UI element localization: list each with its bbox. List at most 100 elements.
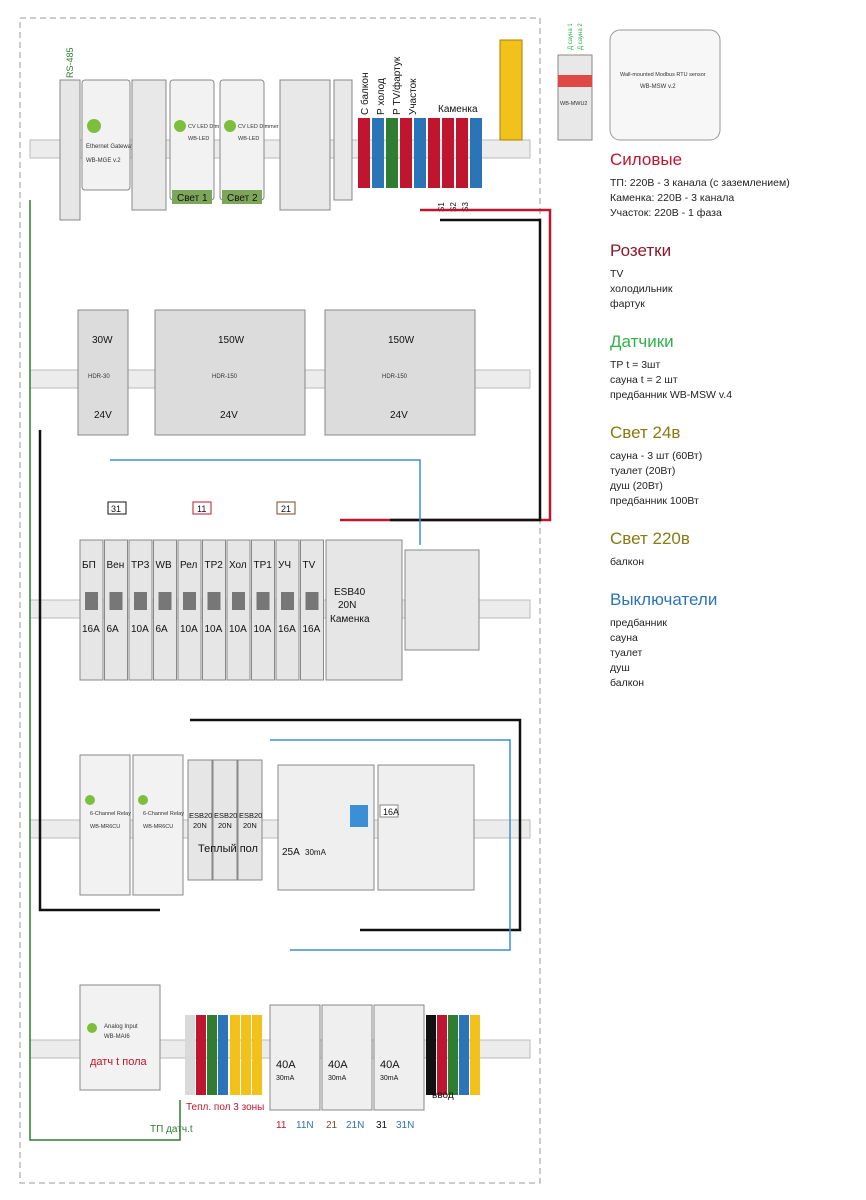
svg-text:WB-MR6CU: WB-MR6CU: [90, 824, 120, 830]
svg-text:Д сауна 2: Д сауна 2: [578, 23, 584, 50]
phase-label-1: 11N: [296, 1120, 314, 1131]
svg-text:ESB20: ESB20: [239, 811, 262, 820]
relay-2-logo-icon: [138, 795, 148, 805]
legend-item: ТП: 220В - 3 канала (с заземлением): [610, 177, 790, 189]
legend-item: предбанник WB-MSW v.4: [610, 389, 733, 401]
group-label-balkon: С балкон: [359, 73, 371, 115]
bottom-labels: ТП датч.t Тепл. пол 3 зоны ввод: [150, 1090, 454, 1135]
svg-text:Д сауна 1: Д сауна 1: [568, 23, 574, 50]
legend-title: Свет 24в: [610, 423, 681, 442]
svg-text:25A: 25A: [282, 847, 300, 858]
svg-text:6-Channel Relay: 6-Channel Relay: [143, 811, 184, 817]
dimmer-2-logo-icon: [224, 120, 236, 132]
breaker-lever: [158, 592, 172, 610]
breaker-rating: 10A: [205, 624, 223, 635]
legend-title: Силовые: [610, 150, 683, 169]
power-terminals: [358, 118, 482, 188]
breaker-name: БП: [82, 560, 96, 571]
kamenka-contactor: ESB40 20N Каменка: [325, 539, 403, 681]
svg-text:20N: 20N: [218, 821, 232, 830]
input-terminals-right: [279, 79, 331, 211]
dimmer-2-model: WB-LED: [238, 136, 259, 142]
s-labels: S1 S2 S3: [437, 202, 470, 212]
svg-text:20N: 20N: [243, 821, 257, 830]
svg-text:31: 31: [111, 504, 121, 514]
breaker-rating: 10A: [229, 624, 247, 635]
breaker-lever: [305, 592, 319, 610]
legend-item: душ: [610, 662, 630, 674]
legend-title: Выключатели: [610, 590, 718, 609]
dimmer-1: CV LED Dimmer WB-LED Свет 1: [169, 79, 229, 204]
svg-text:30mA: 30mA: [305, 848, 327, 857]
breaker-name: ТР3: [131, 560, 150, 571]
breaker-8: УЧ 16A: [275, 539, 300, 681]
dimmer-1-model: WB-LED: [188, 136, 209, 142]
svg-text:HDR-150: HDR-150: [212, 374, 238, 380]
breaker-row: БП16AВен6AТР310AWB6AРел10AТР210AХол10AТР…: [79, 539, 324, 681]
psu-3: 150W HDR-150 24V: [324, 309, 476, 436]
legend-item: сауна t = 2 шт: [610, 374, 678, 386]
label-vvod: ввод: [432, 1090, 454, 1101]
svg-text:16A: 16A: [383, 807, 399, 817]
legend-item: туалет (20Вт): [610, 465, 676, 477]
legend-item: сауна - 3 шт (60Вт): [610, 450, 703, 462]
svg-text:WB-MAI6: WB-MAI6: [104, 1034, 130, 1040]
input-terminals: [426, 1015, 480, 1095]
svg-text:HDR-30: HDR-30: [88, 374, 110, 380]
group-label-tv: Р TV/фартук: [391, 56, 403, 115]
label-tp-dat: ТП датч.t: [150, 1124, 193, 1135]
svg-text:S1: S1: [437, 202, 446, 212]
breaker-rating: 16A: [278, 624, 296, 635]
svg-text:S3: S3: [461, 202, 470, 212]
svg-text:ESB20: ESB20: [189, 811, 212, 820]
legend-item: предбанник: [610, 617, 667, 629]
breaker-name: TV: [303, 560, 316, 571]
svg-text:40A: 40A: [276, 1059, 296, 1071]
phase-label-4: 31: [376, 1120, 388, 1131]
analog-logo-icon: [87, 1023, 97, 1033]
wall-sensor-title: Wall-mounted Modbus RTU sensor: [620, 72, 706, 78]
breaker-rating: 6A: [156, 624, 169, 635]
sensor-relay: WB-MWU2 Д сауна 1 Д сауна 2: [557, 23, 593, 141]
svg-text:20N: 20N: [193, 821, 207, 830]
breaker-rating: 6A: [107, 624, 120, 635]
input-terminals-left: [131, 79, 167, 211]
gateway-module: Ethernet Gateway WB-MGE v.2: [81, 79, 134, 191]
svg-text:150W: 150W: [388, 335, 415, 346]
breaker-lever: [281, 592, 294, 610]
floor-terminals: [185, 1015, 262, 1095]
dimmer-2-label: Свет 2: [227, 193, 258, 204]
dimmer-2: CV LED Dimmer WB-LED Свет 2: [219, 79, 279, 204]
svg-text:HDR-150: HDR-150: [382, 374, 408, 380]
svg-text:Analog Input: Analog Input: [104, 1024, 138, 1030]
legend-title: Датчики: [610, 332, 674, 351]
wall-sensor-model: WB-MSW v.2: [640, 84, 676, 90]
legend-item: ТР t = 3шт: [610, 359, 661, 371]
psu-1: 30W HDR-30 24V: [77, 309, 129, 436]
breaker-name: УЧ: [278, 560, 291, 571]
gateway-model: WB-MGE v.2: [86, 158, 121, 164]
vent-terminals: [333, 79, 353, 201]
svg-text:30mA: 30mA: [380, 1075, 399, 1082]
relay-2: 6-Channel Relay WB-MR6CU: [132, 754, 184, 896]
analog-label: датч t пола: [90, 1056, 147, 1068]
svg-text:WB-MR6CU: WB-MR6CU: [143, 824, 173, 830]
rs485-label: RS-485: [65, 47, 75, 78]
svg-text:6-Channel Relay: 6-Channel Relay: [90, 811, 131, 817]
breaker-lever: [207, 592, 221, 610]
legend-item: Каменка: 220В - 3 канала: [610, 192, 735, 204]
breaker-lever: [232, 592, 245, 610]
breaker-name: WB: [156, 560, 172, 571]
legend-title: Свет 220в: [610, 529, 690, 548]
breaker-lever: [134, 592, 147, 610]
legend-item: балкон: [610, 677, 645, 689]
legend-item: холодильник: [610, 283, 673, 295]
